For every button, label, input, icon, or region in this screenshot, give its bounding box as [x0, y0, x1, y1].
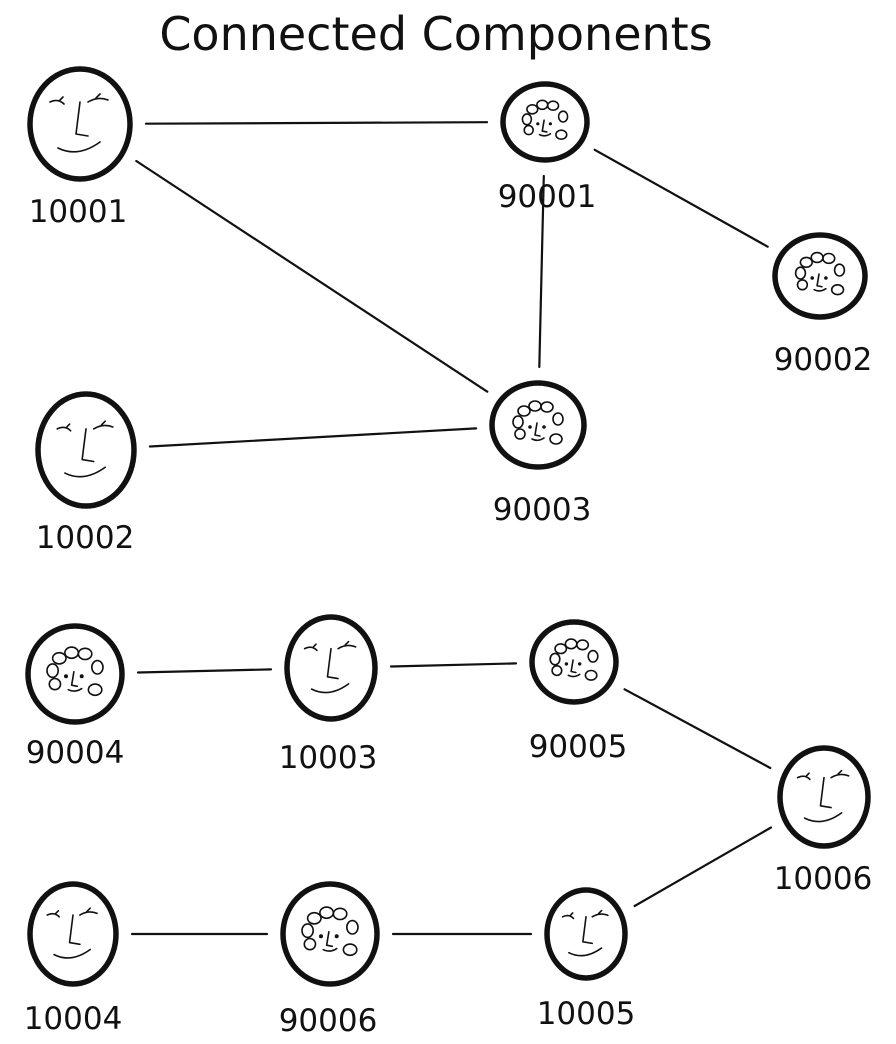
face-icon	[777, 745, 871, 849]
face-icon	[27, 66, 133, 182]
node-10003	[284, 614, 378, 722]
edge-10003-90005	[389, 662, 518, 668]
node-label-90004: 90004	[26, 735, 125, 771]
edge-10002-90003	[148, 427, 478, 448]
curly-face-icon	[529, 619, 619, 705]
node-label-10002: 10002	[36, 520, 135, 556]
face-features	[303, 640, 357, 694]
curly-face-features	[301, 906, 359, 957]
node-label-10005: 10005	[537, 996, 636, 1032]
face-features	[561, 909, 609, 957]
curly-face-features	[512, 400, 564, 445]
node-10004	[27, 881, 119, 987]
node-label-90001: 90001	[498, 179, 597, 215]
curly-face-features	[46, 646, 104, 697]
curly-face-icon	[772, 232, 868, 320]
node-10002	[35, 391, 137, 509]
curly-face-icon	[500, 81, 590, 163]
curly-face-icon	[280, 881, 380, 987]
node-90006	[280, 881, 380, 987]
edge-90005-10006	[623, 688, 772, 770]
edge-90001-90002	[593, 148, 769, 248]
curly-face-features	[521, 99, 569, 140]
edge-90001-90003	[538, 174, 545, 369]
edge-10006-10005	[633, 826, 773, 908]
face-icon	[27, 881, 119, 987]
node-label-10001: 10001	[29, 194, 128, 230]
face-features	[56, 420, 114, 478]
curly-face-features	[549, 638, 599, 681]
curly-face-features	[794, 251, 846, 296]
node-label-90003: 90003	[493, 492, 592, 528]
edge-10001-90003	[135, 159, 489, 393]
node-label-10003: 10003	[279, 740, 378, 776]
curly-face-icon	[25, 623, 125, 725]
node-90002	[772, 232, 868, 320]
node-label-90005: 90005	[529, 729, 628, 765]
face-features	[46, 907, 98, 959]
face-features	[796, 769, 850, 823]
node-10006	[777, 745, 871, 849]
node-label-10006: 10006	[774, 861, 873, 897]
node-90003	[489, 380, 587, 470]
face-features	[49, 93, 109, 153]
node-90004	[25, 623, 125, 725]
node-90005	[529, 619, 619, 705]
node-90001	[500, 81, 590, 163]
face-icon	[35, 391, 137, 509]
node-10005	[544, 887, 628, 981]
nodes-layer: 10001 10002 10003 10004 10005 10006 90001 90002…	[24, 66, 873, 1039]
face-icon	[544, 887, 628, 981]
node-10001	[27, 66, 133, 182]
edges-layer	[130, 121, 773, 936]
curly-face-icon	[489, 380, 587, 470]
edge-10001-90001	[144, 121, 489, 125]
diagram-title: Connected Components	[159, 7, 712, 61]
node-label-10004: 10004	[24, 1001, 123, 1037]
edge-90004-10003	[136, 668, 273, 674]
face-icon	[284, 614, 378, 722]
node-label-90002: 90002	[774, 342, 873, 378]
node-label-90006: 90006	[279, 1003, 378, 1039]
